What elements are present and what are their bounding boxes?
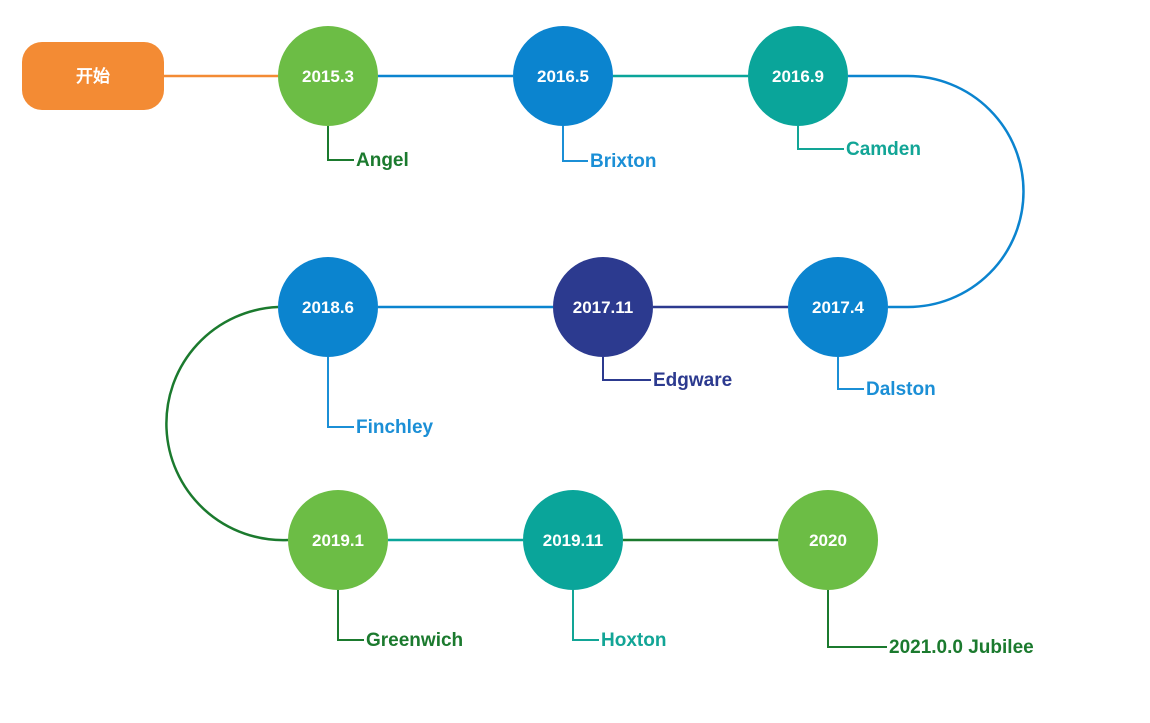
milestone-date-1: 2015.3 — [302, 67, 354, 86]
milestone-date-2: 2016.5 — [537, 67, 589, 86]
leader-line-4 — [837, 357, 864, 390]
leader-line-5 — [602, 357, 651, 381]
leader-line-3 — [797, 126, 844, 150]
milestone-node-4 — [788, 257, 888, 357]
milestone-node-1 — [278, 26, 378, 126]
leader-line-7 — [337, 590, 364, 641]
milestone-date-9: 2020 — [809, 531, 847, 550]
start-node-label: 开始 — [76, 66, 110, 86]
milestone-date-3: 2016.9 — [772, 67, 824, 86]
milestone-date-6: 2018.6 — [302, 298, 354, 317]
start-node — [22, 42, 164, 110]
milestone-date-4: 2017.4 — [812, 298, 865, 317]
milestone-node-5 — [553, 257, 653, 357]
milestone-label-8: Hoxton — [601, 630, 666, 651]
connector-line-4 — [848, 74, 1025, 309]
milestone-label-3: Camden — [846, 139, 921, 160]
milestone-node-3 — [748, 26, 848, 126]
milestone-label-9: 2021.0.0 Jubilee — [889, 637, 1034, 658]
milestone-label-5: Edgware — [653, 370, 732, 391]
milestone-node-2 — [513, 26, 613, 126]
milestone-label-4: Dalston — [866, 379, 936, 400]
leader-line-2 — [562, 126, 588, 162]
milestone-label-1: Angel — [356, 150, 409, 171]
milestone-label-2: Brixton — [590, 151, 657, 172]
milestone-node-6 — [278, 257, 378, 357]
milestone-node-7 — [288, 490, 388, 590]
milestone-node-8 — [523, 490, 623, 590]
milestone-label-6: Finchley — [356, 417, 434, 438]
connector-line-7 — [165, 305, 289, 542]
milestone-label-7: Greenwich — [366, 630, 463, 651]
milestone-date-7: 2019.1 — [312, 531, 364, 550]
milestone-date-8: 2019.11 — [543, 531, 604, 550]
leader-line-9 — [827, 590, 887, 648]
milestone-date-5: 2017.11 — [573, 298, 634, 317]
connectors — [164, 74, 1025, 648]
milestone-node-9 — [778, 490, 878, 590]
leader-line-8 — [572, 590, 599, 641]
leader-line-1 — [327, 126, 354, 161]
leader-line-6 — [327, 357, 354, 428]
